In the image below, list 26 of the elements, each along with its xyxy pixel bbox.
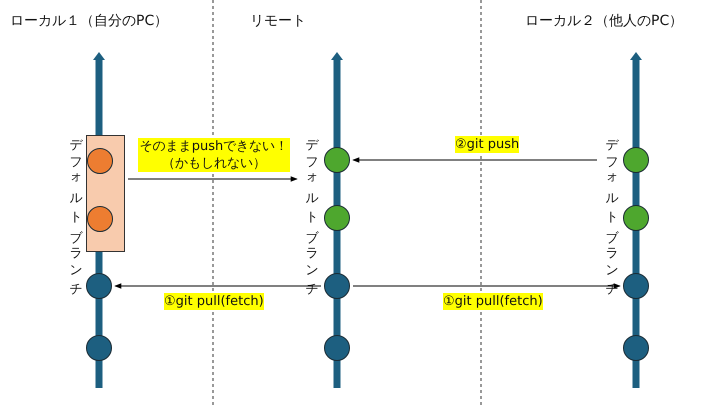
commit-circle: [623, 335, 649, 361]
commit-circle: [623, 205, 649, 231]
arrow: [352, 283, 621, 289]
edge-label: そのままpushできない！（かもしれない）: [138, 138, 290, 172]
arrow: [352, 157, 598, 163]
commit-circle: [86, 335, 112, 361]
commit-circle: [324, 147, 350, 173]
arrow: [128, 176, 298, 182]
commit-circle: [623, 147, 649, 173]
commit-circle: [324, 205, 350, 231]
branch-label: デフォルトブランチ: [303, 130, 320, 292]
commit-circle: [87, 148, 113, 174]
commit-circle: [324, 273, 350, 299]
commit-circle: [87, 206, 113, 232]
column-heading: ローカル２（他人のPC）: [525, 12, 684, 30]
edge-label: ①git pull(fetch): [164, 293, 264, 310]
commit-circle: [623, 273, 649, 299]
branch-label: デフォルトブランチ: [67, 130, 84, 292]
column-heading: リモート: [250, 12, 306, 30]
edge-label: ①git pull(fetch): [443, 293, 543, 310]
commit-circle: [86, 273, 112, 299]
arrow: [114, 283, 322, 289]
column-heading: ローカル１（自分のPC）: [10, 12, 168, 30]
highlight-box: [86, 135, 125, 252]
commit-circle: [324, 335, 350, 361]
edge-label: ②git push: [455, 136, 520, 153]
